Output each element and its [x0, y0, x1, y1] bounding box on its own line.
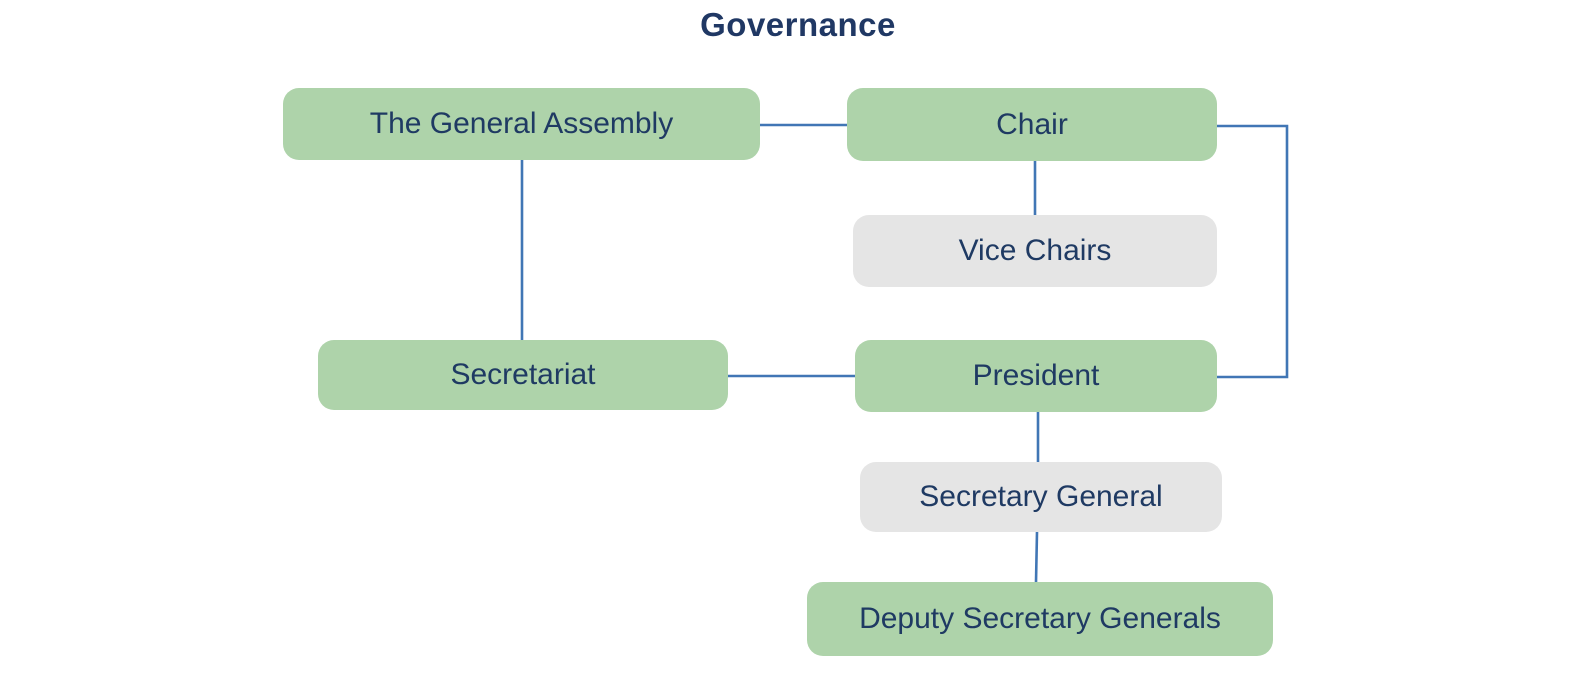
node-chair: Chair — [847, 88, 1217, 161]
node-vice-chairs-label: Vice Chairs — [958, 234, 1112, 267]
edge-secretary-general-deputy-secretary-generals — [1034, 531, 1039, 583]
node-secretariat: Secretariat — [318, 340, 728, 410]
node-deputy-secretary-generals: Deputy Secretary Generals — [807, 582, 1273, 656]
node-secretary-general: Secretary General — [860, 462, 1222, 532]
node-general-assembly-label: The General Assembly — [369, 107, 674, 140]
node-chair-label: Chair — [996, 107, 1068, 141]
node-president: President — [855, 340, 1217, 412]
node-secretariat-label: Secretariat — [450, 358, 596, 391]
node-general-assembly: The General Assembly — [283, 88, 760, 160]
node-president-label: President — [972, 359, 1100, 392]
node-vice-chairs: Vice Chairs — [853, 215, 1217, 287]
node-secretary-general-label: Secretary General — [919, 480, 1163, 513]
edge-chair-president — [1217, 124, 1289, 379]
diagram-title: Governance — [700, 6, 896, 43]
node-deputy-secretary-generals-label: Deputy Secretary Generals — [859, 602, 1221, 635]
